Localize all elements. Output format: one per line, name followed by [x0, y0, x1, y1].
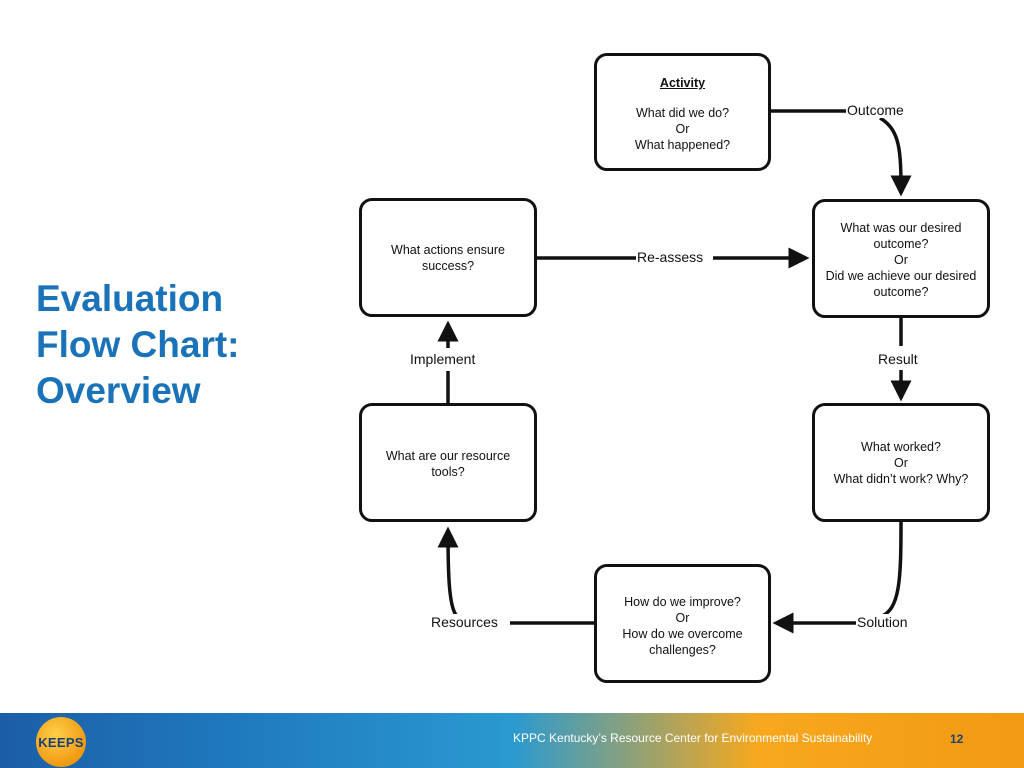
- improve-box: How do we improve? Or How do we overcome…: [594, 564, 771, 683]
- title-line-1: Evaluation: [36, 278, 224, 319]
- connector-outcome-curve: [879, 116, 912, 197]
- title-line-2: Flow Chart:: [36, 324, 240, 365]
- desired-outcome-line-3: Or: [894, 253, 908, 267]
- footer-org-text: KPPC Kentucky’s Resource Center for Envi…: [513, 731, 873, 745]
- improve-line-3: How do we overcome: [622, 627, 743, 641]
- edge-label-reassess: Re-assess: [636, 249, 705, 265]
- what-worked-line-1: What worked?: [861, 440, 941, 454]
- edge-label-resources: Resources: [430, 614, 499, 630]
- page-number: 12: [950, 732, 964, 746]
- improve-line-4: challenges?: [649, 643, 716, 657]
- desired-outcome-line-5: outcome?: [873, 285, 929, 299]
- what-worked-box: What worked? Or What didn’t work? Why?: [812, 403, 990, 522]
- edge-label-implement: Implement: [409, 351, 477, 367]
- edge-label-solution: Solution: [856, 614, 909, 630]
- connector-solution-curve: [879, 520, 903, 619]
- resource-tools-line-2: tools?: [431, 465, 465, 479]
- flow-connectors: [437, 109, 912, 634]
- footer-bar: [0, 713, 1024, 768]
- keeps-logo: KEEPS: [36, 717, 86, 767]
- desired-outcome-box: What was our desired outcome? Or Did we …: [812, 199, 990, 318]
- edge-label-outcome: Outcome: [846, 102, 905, 118]
- activity-line-2: Or: [675, 122, 690, 136]
- desired-outcome-line-1: What was our desired: [840, 221, 962, 235]
- desired-outcome-line-2: outcome?: [873, 237, 929, 251]
- what-worked-line-3: What didn’t work? Why?: [833, 472, 969, 486]
- improve-line-2: Or: [675, 611, 690, 625]
- what-worked-line-2: Or: [894, 456, 908, 470]
- edge-label-result: Result: [877, 351, 919, 367]
- desired-outcome-line-4: Did we achieve our desired: [825, 269, 977, 283]
- resource-tools-box: What are our resource tools?: [359, 403, 537, 522]
- activity-line-3: What happened?: [634, 138, 731, 152]
- ensure-success-line-2: success?: [421, 259, 475, 273]
- ensure-success-line-1: What actions ensure: [391, 243, 505, 257]
- activity-box: Activity What did we do? Or What happene…: [594, 53, 771, 171]
- connector-resources-curve: [437, 526, 459, 617]
- resource-tools-line-1: What are our resource: [385, 449, 511, 463]
- title-line-3: Overview: [36, 370, 201, 411]
- improve-line-1: How do we improve?: [624, 595, 741, 609]
- activity-heading: Activity: [659, 76, 706, 90]
- page-title: Evaluation Flow Chart: Overview: [36, 276, 239, 414]
- activity-line-1: What did we do?: [635, 106, 730, 120]
- keeps-logo-text: KEEPS: [38, 734, 84, 750]
- ensure-success-box: What actions ensure success?: [359, 198, 537, 317]
